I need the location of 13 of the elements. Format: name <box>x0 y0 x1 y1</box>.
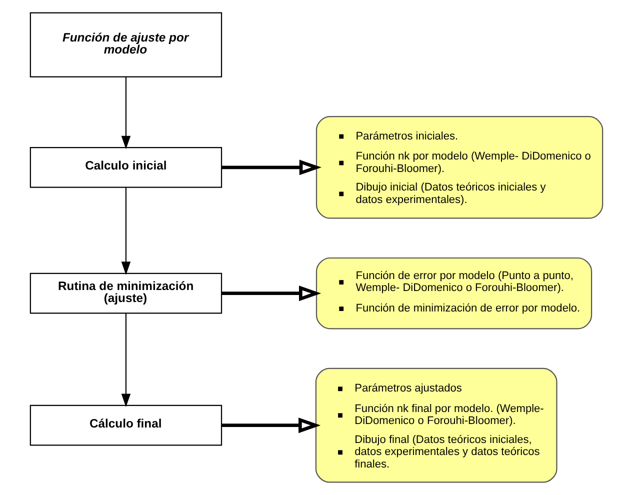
arrow <box>222 160 322 176</box>
node-box: Parámetros iniciales. Función nk por modelo (Wemple- DiDomenico o Forouhi-Bloomer). Dibujo inicial (Datos teóricos iniciales y datos experimentales). <box>316 116 604 219</box>
node-box: Parámetros ajustados Función nk final por modelo. (Wemple- DiDomenico o Forouhi-Bloomer). Dibujo final (Datos teóricos iniciales, datos experimentales y datos teóricos finales. <box>315 368 558 483</box>
node-box: Calculo inicial <box>30 146 222 188</box>
arrow <box>121 187 131 275</box>
node-box: Rutina de minimización (ajuste) <box>30 272 222 314</box>
arrow <box>222 286 322 302</box>
arrow <box>222 418 321 434</box>
arrow <box>121 313 131 407</box>
node-box: Cálculo final <box>30 404 222 446</box>
arrow <box>121 76 131 150</box>
node-box: Función de error por modelo (Punto a punto, Wemple- DiDomenico o Forouhi-Bloomer). Función de minimización de error por modelo. <box>316 257 592 330</box>
node-box: Función de ajuste por modelo <box>30 12 222 78</box>
